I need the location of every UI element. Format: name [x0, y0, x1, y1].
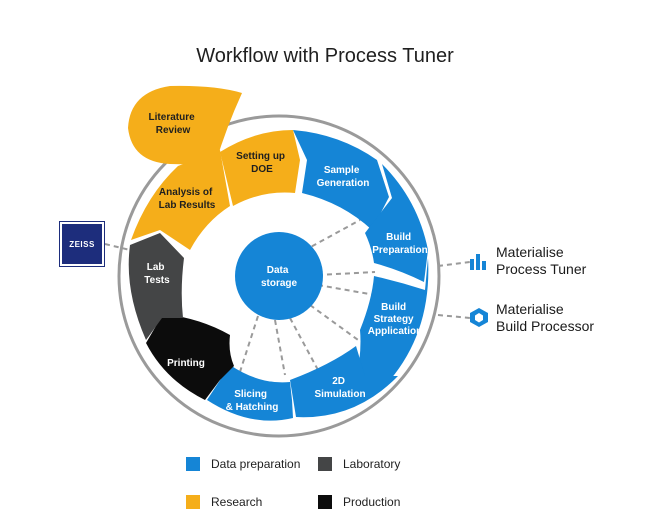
legend-swatch-data-preparation [186, 457, 200, 471]
segment-analysis [131, 150, 230, 250]
label-printing: Printing [167, 358, 205, 369]
segment-lab-tests [128, 233, 184, 340]
label-setting-up-doe: Setting up DOE [236, 151, 288, 175]
brand-build-processor: Materialise Build Processor [496, 301, 595, 334]
legend-data-preparation: Data preparation [186, 457, 300, 471]
segment-literature-review [128, 85, 242, 165]
label-build-strategy: Build Strategy Application [368, 302, 422, 337]
center-data-storage [235, 232, 323, 320]
label-build-preparation: Build Preparation [372, 232, 428, 256]
zeiss-logo: ZEISS [60, 222, 104, 266]
label-sample-generation: Sample Generation [317, 165, 370, 189]
label-lab-tests: Lab Tests [144, 262, 170, 286]
label-analysis: Analysis of Lab Results [159, 187, 216, 211]
segment-labels: Literature Review Setting up DOE Sample … [144, 112, 427, 413]
legend-production: Production [318, 495, 400, 509]
label-literature-review: Literature Review [149, 112, 198, 136]
segment-slicing-hatching [207, 365, 293, 421]
legend-laboratory: Laboratory [318, 457, 400, 471]
legend-swatch-research [186, 495, 200, 509]
legend-research: Research [186, 495, 262, 509]
label-2d-simulation: 2D Simulation [314, 376, 365, 400]
legend-swatch-production [318, 495, 332, 509]
brand-process-tuner: Materialise Process Tuner [496, 244, 587, 277]
workflow-segments [128, 85, 429, 421]
segment-sample-generation [293, 130, 389, 230]
segment-2d-simulation [290, 346, 398, 418]
segment-printing [146, 314, 234, 400]
label-data-storage: Data storage [261, 265, 298, 289]
segment-setting-up-doe [220, 130, 300, 206]
page-title: Workflow with Process Tuner [196, 45, 454, 67]
legend-swatch-laboratory [318, 457, 332, 471]
segment-build-preparation [365, 164, 428, 282]
build-processor-icon [470, 308, 488, 327]
outer-ring [117, 114, 441, 438]
label-slicing-hatching: Slicing & Hatching [226, 389, 279, 413]
segment-build-strategy [356, 258, 429, 381]
process-tuner-icon [470, 254, 486, 270]
